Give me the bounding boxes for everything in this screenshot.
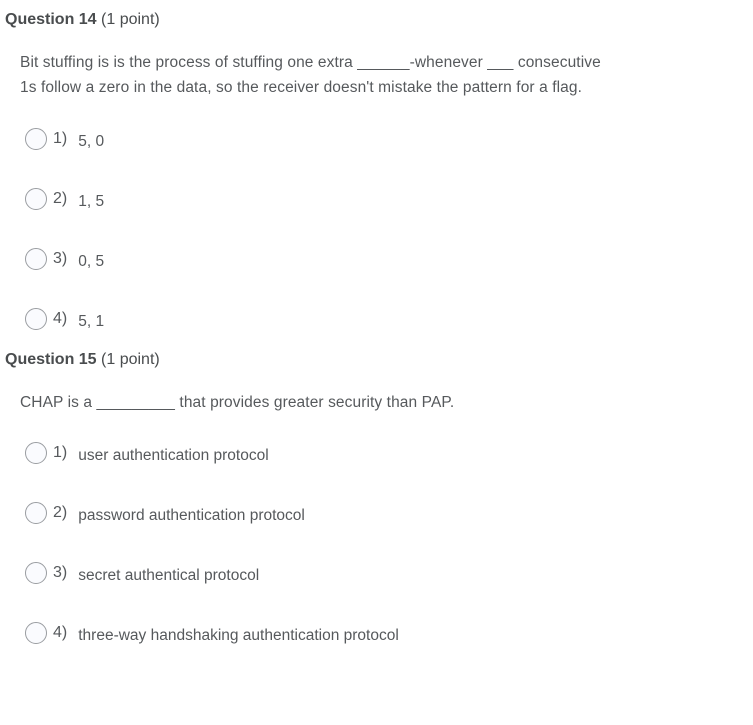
option-number[interactable]: 1) (53, 130, 68, 147)
question-header: Question 15 (1 point) (5, 350, 753, 370)
option-label[interactable]: 0, 5 (78, 253, 105, 270)
option-label[interactable]: 5, 0 (78, 133, 105, 150)
option-number[interactable]: 2) (53, 190, 68, 207)
answer-option[interactable]: 3) 0, 5 (25, 248, 753, 270)
answer-option[interactable]: 2) password authentication protocol (25, 502, 753, 524)
answer-option[interactable]: 1) 5, 0 (25, 128, 753, 150)
question-title: Question 14 (5, 11, 97, 28)
question-text: Bit stuffing is is the process of stuffi… (20, 54, 601, 96)
radio-button[interactable] (25, 248, 47, 270)
option-label[interactable]: password authentication protocol (78, 507, 305, 524)
option-label[interactable]: secret authentical protocol (78, 567, 260, 584)
option-label[interactable]: three-way handshaking authentication pro… (78, 627, 399, 644)
radio-button[interactable] (25, 128, 47, 150)
option-label[interactable]: user authentication protocol (78, 447, 269, 464)
answer-option[interactable]: 4) 5, 1 (25, 308, 753, 330)
option-number[interactable]: 3) (53, 250, 68, 267)
question-points: (1 point) (101, 351, 160, 368)
question-header: Question 14 (1 point) (5, 10, 753, 30)
radio-button[interactable] (25, 308, 47, 330)
radio-button[interactable] (25, 442, 47, 464)
question-title: Question 15 (5, 351, 97, 368)
radio-button[interactable] (25, 502, 47, 524)
radio-button[interactable] (25, 622, 47, 644)
radio-button[interactable] (25, 562, 47, 584)
quiz-questions-panel: Question 14 (1 point) Bit stuffing is is… (5, 10, 753, 644)
option-label[interactable]: 5, 1 (78, 313, 105, 330)
question-text: CHAP is a _________ that provides greate… (20, 394, 455, 411)
answer-options-list: 1) user authentication protocol 2) passw… (25, 442, 753, 644)
answer-option[interactable]: 4) three-way handshaking authentication … (25, 622, 753, 644)
option-number[interactable]: 1) (53, 444, 68, 461)
option-number[interactable]: 3) (53, 564, 68, 581)
question-points: (1 point) (101, 11, 160, 28)
answer-option[interactable]: 1) user authentication protocol (25, 442, 753, 464)
option-label[interactable]: 1, 5 (78, 193, 105, 210)
radio-button[interactable] (25, 188, 47, 210)
option-number[interactable]: 2) (53, 504, 68, 521)
answer-options-list: 1) 5, 0 2) 1, 5 3) 0, 5 4) 5, 1 (25, 128, 753, 330)
option-number[interactable]: 4) (53, 624, 68, 641)
answer-option[interactable]: 2) 1, 5 (25, 188, 753, 210)
answer-option[interactable]: 3) secret authentical protocol (25, 562, 753, 584)
question-block-15: Question 15 (1 point) CHAP is a ________… (5, 350, 753, 644)
question-block-14: Question 14 (1 point) Bit stuffing is is… (5, 10, 753, 330)
option-number[interactable]: 4) (53, 310, 68, 327)
